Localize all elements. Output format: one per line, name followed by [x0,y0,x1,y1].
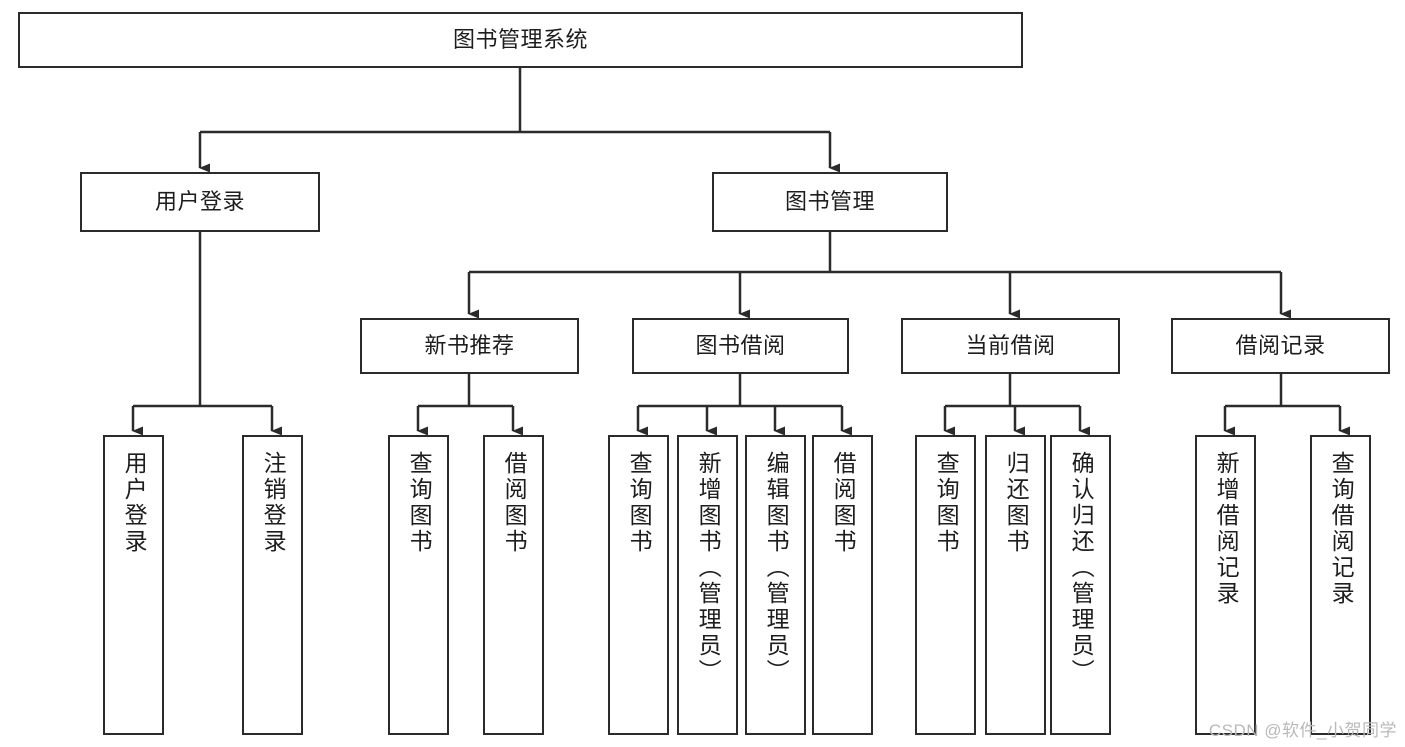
connector-root-to-level2 [198,68,840,173]
connector-user-login-to-leaves [131,232,282,436]
connector-current-borrow-to-leaves [943,374,1090,436]
node-leaf-borrow-book[interactable]: 借阅图书 [812,435,873,735]
node-leaf-query-book-current[interactable]: 查询图书 [915,435,976,735]
node-leaf-user-login-label: 用户登录 [121,451,148,555]
node-leaf-add-book-admin[interactable]: 新增图书（管理员） [677,435,738,735]
node-leaf-return-book-label: 归还图书 [1003,451,1030,555]
node-leaf-borrow-book-recommend-label: 借阅图书 [501,451,528,555]
connector-borrow-records-to-leaves [1223,374,1350,436]
node-user-login-label: 用户登录 [154,188,245,214]
node-leaf-edit-book-admin-label: 编辑图书（管理员） [763,451,790,685]
connector-book-management-to-level3 [467,232,1291,319]
node-book-borrow-label: 图书借阅 [695,332,786,358]
node-leaf-logout[interactable]: 注销登录 [242,435,303,735]
node-leaf-borrow-book-recommend[interactable]: 借阅图书 [483,435,544,735]
node-user-login[interactable]: 用户登录 [80,172,320,232]
node-new-book-recommend-label: 新书推荐 [424,332,515,358]
node-leaf-query-borrow-record[interactable]: 查询借阅记录 [1310,435,1371,735]
node-leaf-user-login[interactable]: 用户登录 [103,435,164,735]
node-book-management[interactable]: 图书管理 [712,172,948,232]
node-leaf-query-book-borrow-label: 查询图书 [626,451,653,555]
node-leaf-add-borrow-record-label: 新增借阅记录 [1213,451,1240,607]
node-current-borrow-label: 当前借阅 [965,332,1056,358]
node-root[interactable]: 图书管理系统 [18,12,1023,68]
node-leaf-confirm-return-admin[interactable]: 确认归还（管理员） [1050,435,1111,735]
node-leaf-return-book[interactable]: 归还图书 [985,435,1046,735]
connector-book-borrow-to-leaves [636,374,852,436]
node-leaf-query-book-recommend[interactable]: 查询图书 [388,435,449,735]
node-borrow-records[interactable]: 借阅记录 [1171,318,1390,374]
node-leaf-query-book-borrow[interactable]: 查询图书 [608,435,669,735]
node-leaf-logout-label: 注销登录 [260,451,287,555]
node-leaf-query-book-recommend-label: 查询图书 [406,451,433,555]
node-book-borrow[interactable]: 图书借阅 [632,318,849,374]
node-leaf-add-book-admin-label: 新增图书（管理员） [695,451,722,685]
connector-new-book-recommend-to-leaves [416,374,523,436]
node-leaf-add-borrow-record[interactable]: 新增借阅记录 [1195,435,1256,735]
node-borrow-records-label: 借阅记录 [1235,332,1326,358]
node-book-management-label: 图书管理 [784,188,875,214]
node-leaf-edit-book-admin[interactable]: 编辑图书（管理员） [745,435,806,735]
node-current-borrow[interactable]: 当前借阅 [901,318,1120,374]
node-new-book-recommend[interactable]: 新书推荐 [360,318,579,374]
node-leaf-borrow-book-label: 借阅图书 [830,451,857,555]
node-leaf-query-borrow-record-label: 查询借阅记录 [1328,451,1355,607]
node-root-label: 图书管理系统 [452,26,588,52]
node-leaf-confirm-return-admin-label: 确认归还（管理员） [1068,451,1095,685]
node-leaf-query-book-current-label: 查询图书 [933,451,960,555]
